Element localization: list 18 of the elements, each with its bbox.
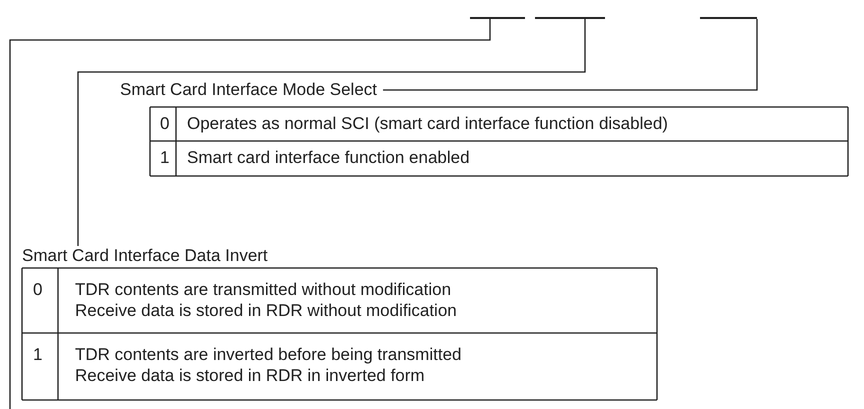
bit-value: 1 — [160, 148, 170, 168]
leader-line — [9, 19, 491, 409]
setting-description: Operates as normal SCI (smart card interface function disabled) — [187, 114, 668, 134]
bit-marker — [535, 17, 605, 19]
field-heading: Smart Card Interface Data Invert — [22, 246, 268, 266]
leader-line — [383, 19, 758, 91]
setting-description: TDR contents are inverted before being transmitted — [75, 345, 462, 365]
setting-description: TDR contents are transmitted without modification — [75, 280, 452, 300]
bit-marker — [700, 17, 757, 19]
setting-description: Smart card interface function enabled — [187, 148, 470, 168]
leader-line — [77, 19, 586, 246]
field-heading: Smart Card Interface Mode Select — [120, 80, 378, 100]
bit-value: 1 — [33, 345, 42, 365]
bit-value: 0 — [33, 280, 42, 300]
bit-value: 0 — [160, 114, 170, 134]
setting-description: Receive data is stored in RDR without modification — [75, 301, 457, 321]
setting-description: Receive data is stored in RDR in inverted form — [75, 366, 425, 386]
bit-marker — [470, 17, 525, 19]
